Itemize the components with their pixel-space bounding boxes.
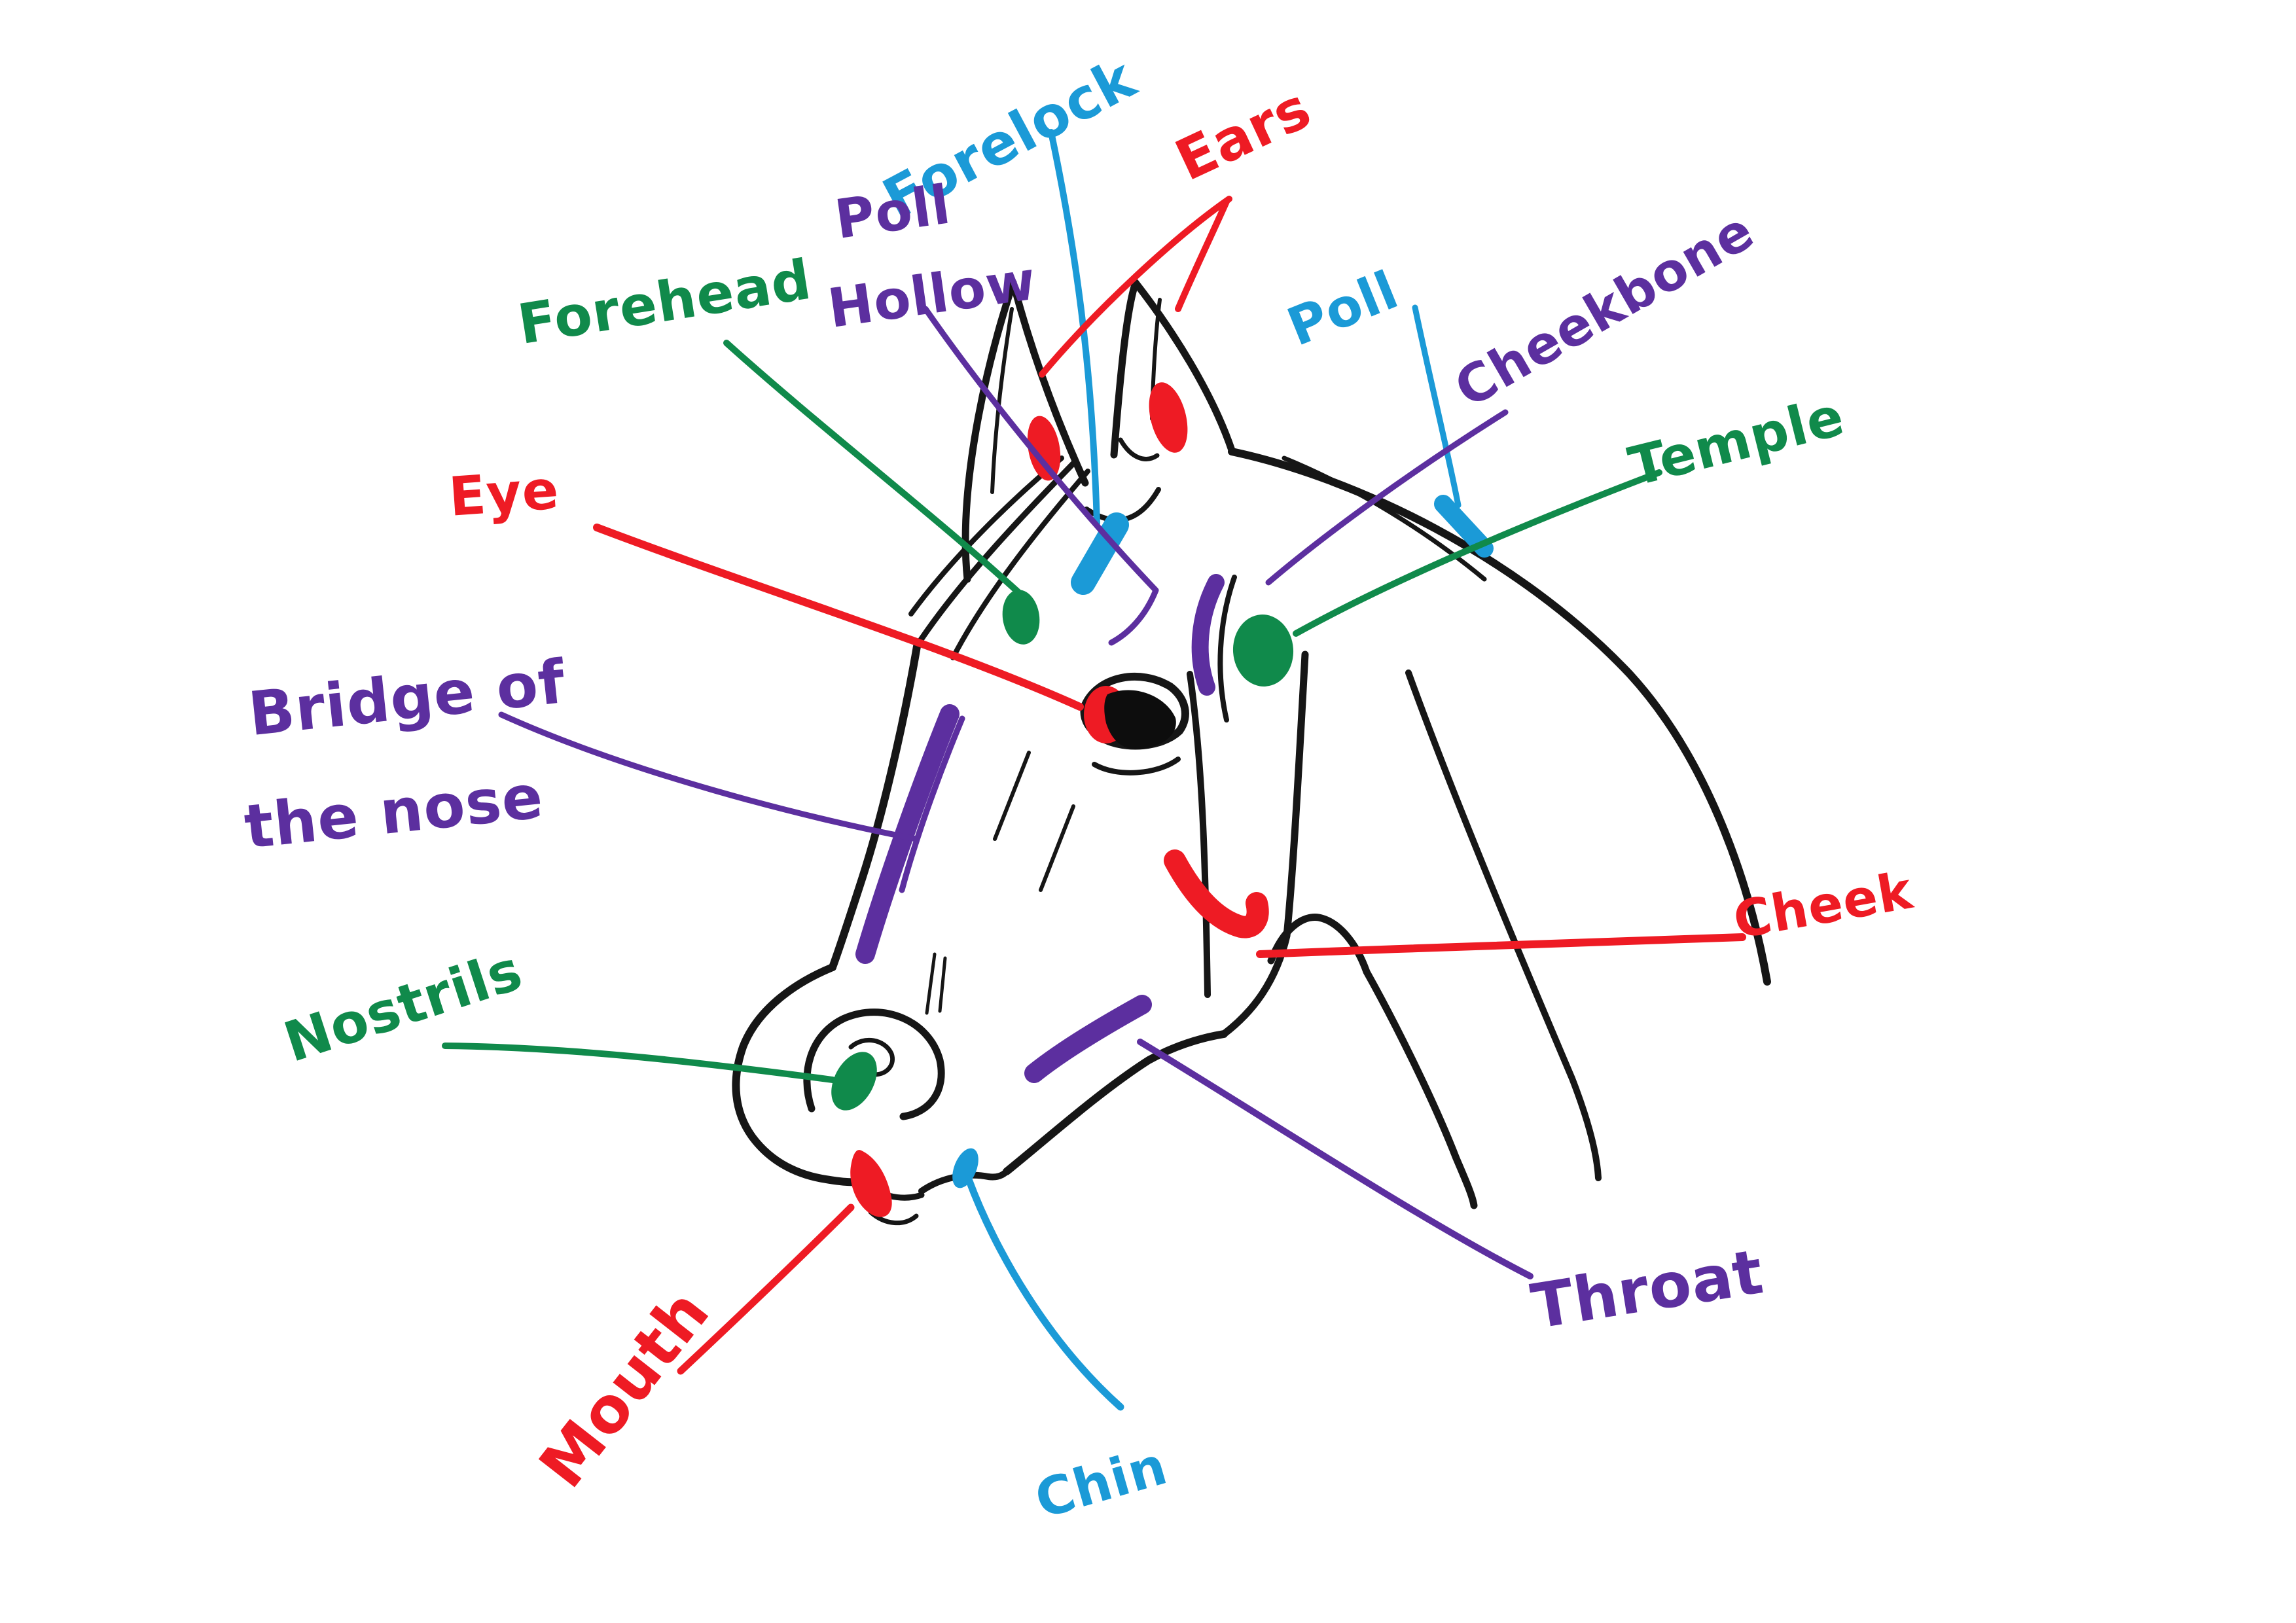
outline-mane-line bbox=[1282, 455, 1487, 582]
outline-nose-hatch-2 bbox=[1039, 804, 1075, 892]
mark-temple-mark bbox=[1232, 615, 1294, 687]
outline-eye-crescent bbox=[1217, 575, 1237, 722]
outline-right-ear-left bbox=[1110, 279, 1139, 459]
label-bridge-of-the-nose-line1: Bridge of bbox=[245, 647, 569, 749]
label-cheekbone: Cheekbone bbox=[1444, 200, 1764, 419]
mark-eyebrow-mark bbox=[1191, 574, 1225, 696]
mark-left-ear-spot bbox=[1027, 416, 1061, 481]
outline-jowl-arch-neck bbox=[1267, 914, 1478, 1209]
pointer-nostrils-line bbox=[442, 1043, 836, 1083]
outline-forelock-strand-1 bbox=[914, 459, 1078, 648]
outline-eye-lower-lid bbox=[1092, 757, 1181, 776]
outline-muzzle-hatch-2 bbox=[938, 956, 947, 1013]
pointer-ears-line-right bbox=[1175, 198, 1230, 312]
outline-face-profile bbox=[829, 639, 922, 971]
outline-chin-outline bbox=[918, 1168, 1010, 1194]
pointer-ears-line-left bbox=[1039, 196, 1232, 378]
mark-mouth-mark bbox=[850, 1150, 892, 1217]
pointer-cheekbone-line bbox=[1265, 409, 1509, 586]
label-eye: Eye bbox=[447, 459, 561, 528]
label-nostrils: Nostrils bbox=[276, 938, 529, 1075]
mark-poll-mark bbox=[1434, 495, 1494, 558]
outline-muzzle-front bbox=[732, 963, 863, 1186]
label-cheek: Cheek bbox=[1729, 861, 1918, 951]
label-poll: Poll bbox=[1279, 259, 1407, 358]
pointer-temple-line bbox=[1293, 469, 1662, 637]
pointer-eye-line bbox=[593, 524, 1084, 711]
outline-right-ear-fold bbox=[1118, 437, 1160, 461]
outline-nose-hatch-1 bbox=[993, 751, 1031, 841]
horse-head-outline bbox=[732, 279, 1771, 1226]
label-chin: Chin bbox=[1029, 1435, 1174, 1531]
mark-throat-mark bbox=[1024, 995, 1152, 1083]
label-throat: Throat bbox=[1527, 1236, 1768, 1343]
label-pointer-lines bbox=[442, 129, 1746, 1411]
mark-nostril-mark bbox=[831, 1052, 877, 1111]
label-ears: Ears bbox=[1166, 75, 1321, 194]
mark-forehead-mark bbox=[1002, 590, 1040, 645]
pointer-mouth-line bbox=[677, 1204, 855, 1375]
outline-brow-cheek-line bbox=[1187, 671, 1211, 998]
label-mouth: Mouth bbox=[525, 1276, 723, 1501]
label-bridge-of-the-nose-line2: the nose bbox=[241, 762, 546, 863]
outline-nostril-curl bbox=[848, 1037, 895, 1077]
outline-left-ear-inner-line bbox=[990, 307, 1014, 494]
label-poll-hollow-line1: Poll bbox=[831, 173, 954, 251]
mark-right-ear-spot bbox=[1149, 382, 1188, 453]
mark-eye-pupil bbox=[1104, 690, 1176, 749]
outline-left-ear-outer bbox=[961, 279, 1017, 583]
outline-cheek-back-line bbox=[1220, 651, 1309, 1038]
pointer-bridge-line bbox=[498, 711, 920, 842]
pointer-throat-line bbox=[1137, 1039, 1534, 1279]
label-temple: Temple bbox=[1623, 385, 1851, 499]
pointer-chin-line bbox=[965, 1175, 1124, 1411]
outline-jaw-line bbox=[1003, 1030, 1228, 1175]
mark-bridge-mark-thick bbox=[855, 704, 960, 964]
label-forehead: Forehead bbox=[514, 247, 816, 357]
mark-bridge-mark-thin bbox=[899, 715, 965, 893]
mark-forelock-mark bbox=[1071, 512, 1129, 595]
pointer-poll-hollow-line bbox=[922, 306, 1159, 646]
pointer-cheek-line bbox=[1256, 933, 1746, 958]
outline-muzzle-hatch-1 bbox=[925, 952, 937, 1015]
pointer-poll-line bbox=[1412, 304, 1462, 508]
pointer-forehead-line bbox=[723, 340, 1022, 596]
outline-forelock-strand-3 bbox=[908, 455, 1064, 616]
mark-cheek-mark bbox=[1164, 849, 1269, 938]
outline-right-ear-right bbox=[1132, 279, 1236, 454]
outline-neck-line-2 bbox=[1405, 669, 1602, 1181]
outline-nostril-outline bbox=[803, 1008, 945, 1120]
pressure-point-marks bbox=[831, 382, 1494, 1217]
mark-chin-mark bbox=[952, 1148, 978, 1188]
